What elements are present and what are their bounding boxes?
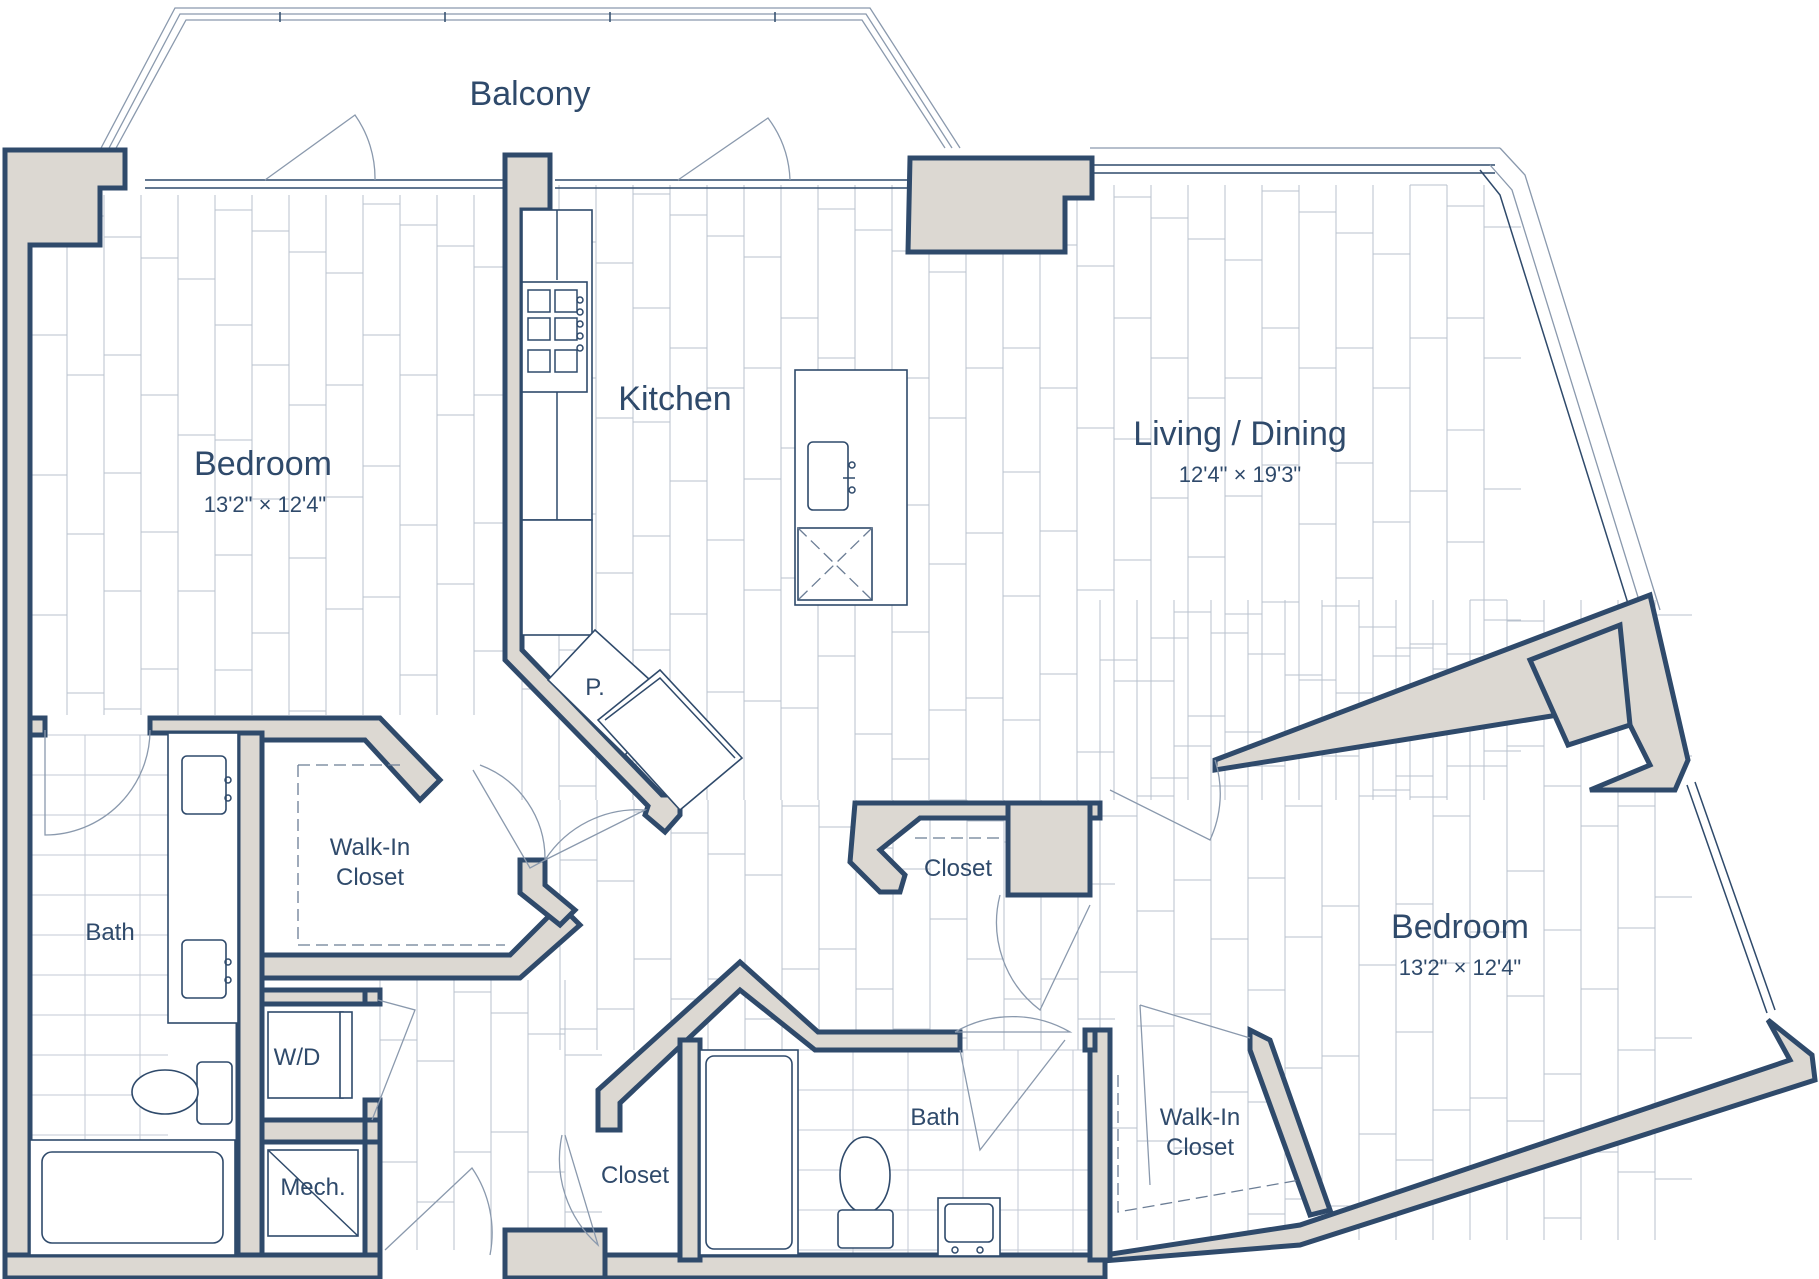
sink-icon [181, 939, 232, 999]
closet-rod-left [297, 764, 505, 946]
walk-in-closet-left-label-line1: Walk-In [330, 834, 410, 861]
kitchen-counter [521, 209, 593, 636]
room-labels: Balcony Bedroom 13'2" × 12'4" Kitchen P.… [85, 75, 1529, 1201]
balcony-label: Balcony [470, 75, 591, 113]
pantry-label: P. [585, 674, 605, 701]
refrigerator-icon [596, 668, 744, 812]
walk-in-closet-right-label-line2: Closet [1166, 1134, 1234, 1161]
living-dining-dimensions: 12'4" × 19'3" [1179, 462, 1302, 487]
water-heater-icon [267, 1149, 359, 1237]
bath-center-label: Bath [910, 1104, 959, 1131]
bedroom-right-label: Bedroom [1391, 908, 1529, 946]
living-dining-label: Living / Dining [1133, 415, 1347, 453]
walk-in-closet-left-label-line2: Closet [336, 864, 404, 891]
bath-left-label: Bath [85, 919, 134, 946]
wd-label: W/D [274, 1044, 321, 1071]
closet-hall-label: Closet [601, 1162, 669, 1189]
bedroom-left-label: Bedroom [194, 445, 332, 483]
walls [2, 147, 1818, 1279]
toilet-icon [837, 1136, 894, 1249]
closet-center-label: Closet [924, 855, 992, 882]
doors [44, 114, 1251, 1256]
balcony-railing [99, 7, 961, 151]
sink-icon [937, 1197, 1001, 1257]
dishwasher-icon [797, 527, 873, 601]
window-top [145, 147, 1500, 189]
bedroom-left-dimensions: 13'2" × 12'4" [204, 492, 327, 517]
washer-dryer-icon [267, 1011, 353, 1099]
kitchen-label: Kitchen [618, 380, 731, 418]
bedroom-right-dimensions: 13'2" × 12'4" [1399, 955, 1522, 980]
bathtub-icon [29, 1139, 236, 1256]
mech-label: Mech. [280, 1174, 345, 1201]
tile-flooring [29, 734, 1090, 1255]
walk-in-closet-right-label-line1: Walk-In [1160, 1104, 1240, 1131]
toilet-icon [131, 1061, 233, 1125]
sink-icon [181, 755, 232, 815]
shower-icon [699, 1049, 799, 1256]
window-right [1479, 147, 1776, 1014]
closet-rod-right [1117, 1075, 1301, 1213]
cooktop-icon [521, 281, 588, 393]
sink-icon [807, 441, 856, 511]
